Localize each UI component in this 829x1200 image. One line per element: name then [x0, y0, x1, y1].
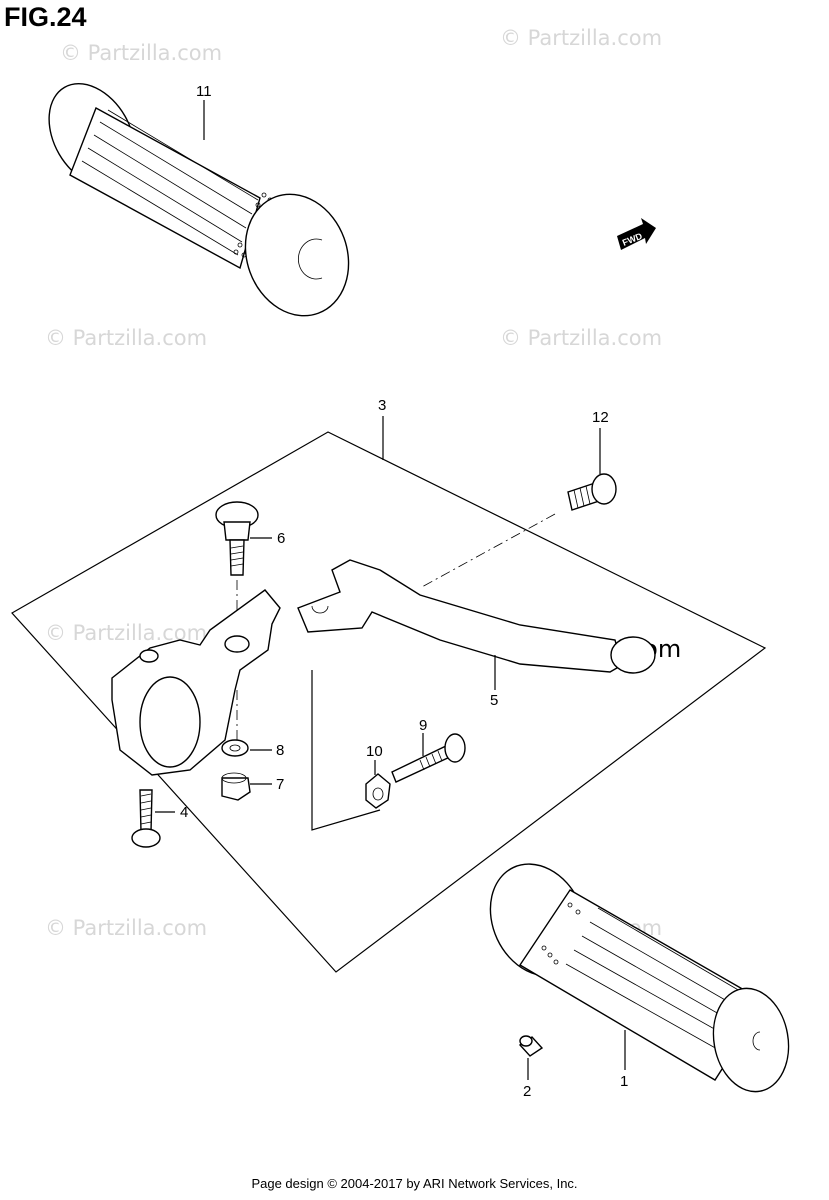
callout-number: 10 [366, 743, 383, 760]
adjuster-bolt-9 [391, 733, 466, 783]
callout-number: 2 [523, 1083, 531, 1100]
watermark: © Partzilla.com [500, 326, 662, 350]
callout-number: 8 [276, 742, 284, 759]
watermark: © Partzilla.com [500, 26, 662, 50]
figure-title: FIG.24 [4, 2, 87, 32]
pivot-bolt-6 [215, 501, 259, 576]
plug-2 [518, 1035, 544, 1057]
nut-7 [221, 772, 251, 801]
fwd-arrow-icon: FWD [617, 218, 656, 250]
callout-number: 12 [592, 409, 609, 426]
assembly-line [419, 513, 556, 589]
clutch-lever-5 [297, 559, 656, 674]
watermark: © Partzilla.com [45, 916, 207, 940]
callout-number: 5 [490, 692, 498, 709]
assembly-frame [11, 431, 767, 973]
lever-holder [111, 589, 281, 776]
bolt-4 [131, 789, 161, 848]
grip-left-part [48, 83, 350, 317]
callout-number: 3 [378, 397, 386, 414]
washer-8 [221, 739, 249, 757]
callout-number: 4 [180, 804, 188, 821]
page-footer: Page design © 2004-2017 by ARI Network S… [251, 1176, 578, 1191]
watermark: © Partzilla.com [45, 326, 207, 350]
assembly-line [311, 670, 381, 831]
watermark: © Partzilla.com [60, 41, 222, 65]
callout-number: 11 [196, 83, 212, 100]
bolt-12 [567, 473, 617, 511]
callout-number: 1 [620, 1073, 628, 1090]
callout-number: 7 [276, 776, 284, 793]
nut-10 [365, 773, 391, 809]
callout-number: 9 [419, 717, 427, 734]
callout-number: 6 [277, 530, 285, 547]
grip-right-part [489, 863, 790, 1093]
